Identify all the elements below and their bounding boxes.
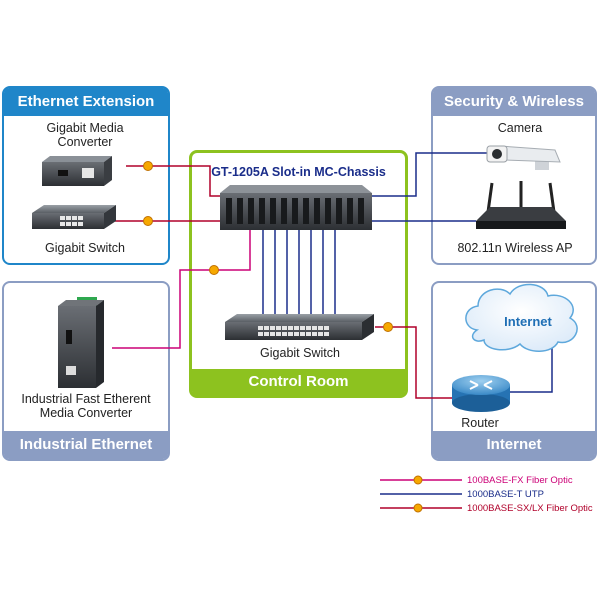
link-switch-router — [375, 326, 452, 399]
legend-item-1000base-sx-lx: 1000BASE-SX/LX Fiber Optic — [467, 503, 593, 514]
cloud-label: Internet — [504, 314, 552, 329]
gigabit-switch-icon — [32, 205, 116, 229]
legend-item-100base-fx: 100BASE-FX Fiber Optic — [467, 475, 573, 486]
internet-title: Internet — [433, 431, 595, 459]
core-switch-icon — [225, 314, 374, 340]
fiber-marker-icon — [413, 503, 423, 513]
wireless-ap-icon — [476, 181, 566, 229]
mc-chassis-icon — [220, 185, 372, 230]
link-chassis-camera — [370, 152, 487, 197]
chassis-switch-uplinks — [262, 230, 336, 322]
chassis-title: GT-1205A Slot-in MC-Chassis — [211, 165, 386, 179]
chassis-slots — [226, 198, 364, 224]
ap-label: 802.11n Wireless AP — [457, 241, 573, 255]
fiber-markers — [143, 161, 393, 332]
media-converter-icon — [42, 156, 112, 186]
fiber-marker-icon — [383, 322, 393, 332]
router-label: Router — [461, 416, 499, 430]
industrial-converter-label: Industrial Fast Etherent Media Converter — [4, 392, 168, 420]
router-icon — [452, 375, 510, 412]
ethernet-extension-title: Ethernet Extension — [4, 88, 168, 116]
link-chassis-industrial — [112, 230, 251, 349]
industrial-converter-label-line2: Media Converter — [39, 406, 133, 420]
media-converter-label-line2: Converter — [57, 135, 113, 149]
fiber-marker-icon — [209, 265, 219, 275]
ethernet-extension-panel: Ethernet Extension — [2, 86, 170, 265]
legend-lines — [380, 475, 462, 513]
left-switch-label: Gigabit Switch — [45, 241, 125, 255]
link-router-cloud — [510, 345, 553, 393]
core-switch-label: Gigabit Switch — [260, 346, 340, 360]
media-converter-label: Gigabit Media Converter — [20, 121, 150, 149]
fiber-marker-icon — [413, 475, 423, 485]
industrial-converter-label-line1: Industrial Fast Etherent — [21, 392, 151, 406]
fiber-marker-icon — [143, 161, 153, 171]
camera-label: Camera — [497, 121, 543, 135]
legend-item-1000base-t: 1000BASE-T UTP — [467, 489, 544, 500]
industrial-ethernet-title: Industrial Ethernet — [4, 431, 168, 459]
industrial-converter-icon — [58, 297, 104, 388]
security-wireless-panel: Security & Wireless — [431, 86, 597, 265]
control-room-footer: Control Room — [192, 369, 405, 395]
media-converter-label-line1: Gigabit Media — [46, 121, 124, 135]
security-wireless-title: Security & Wireless — [433, 88, 595, 116]
connection-lines — [112, 152, 553, 399]
camera-icon — [486, 145, 561, 170]
fiber-marker-icon — [143, 216, 153, 226]
link-media-converter-chassis — [126, 165, 220, 197]
cloud-icon — [465, 283, 578, 352]
